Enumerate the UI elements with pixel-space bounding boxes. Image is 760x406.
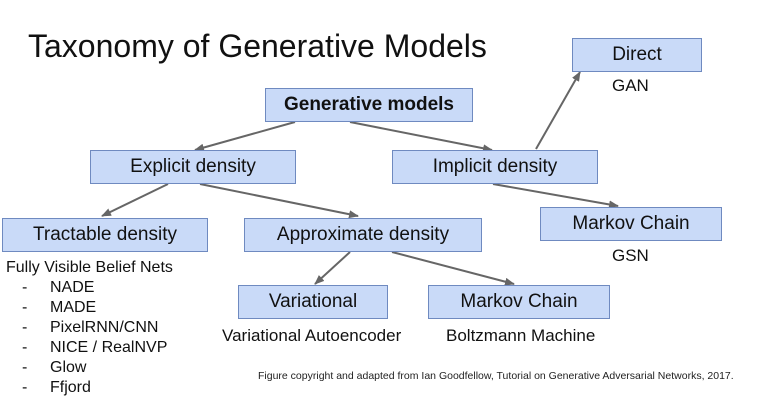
tractable-examples: Fully Visible Belief Nets - NADE - MADE - P… bbox=[6, 258, 173, 398]
list-item: - MADE bbox=[6, 298, 173, 318]
list-item-label: Ffjord bbox=[50, 379, 91, 396]
bullet-dash: - bbox=[22, 319, 28, 336]
node-approximate-density: Approximate density bbox=[244, 218, 482, 252]
node-generative-models: Generative models bbox=[265, 88, 473, 122]
edge-implicit-to-markov-chain bbox=[492, 183, 619, 209]
node-markov-chain-approx: Markov Chain bbox=[428, 285, 610, 319]
node-implicit-density: Implicit density bbox=[392, 150, 598, 184]
list-item: - Glow bbox=[6, 358, 173, 378]
bullet-dash: - bbox=[22, 339, 28, 356]
list-item: - NADE bbox=[6, 278, 173, 298]
node-variational: Variational bbox=[238, 285, 388, 319]
node-markov-chain-implicit: Markov Chain bbox=[540, 207, 722, 241]
edge-implicit-to-direct bbox=[535, 71, 581, 150]
tractable-examples-list: - NADE - MADE - PixelRNN/CNN - NICE / RealNV… bbox=[6, 278, 173, 398]
node-direct: Direct bbox=[572, 38, 702, 72]
edge-generative-to-implicit bbox=[349, 121, 493, 153]
node-explicit-density: Explicit density bbox=[90, 150, 296, 184]
page-title: Taxonomy of Generative Models bbox=[28, 28, 487, 64]
list-item-label: Glow bbox=[50, 359, 87, 376]
edge-approximate-to-markov-chain bbox=[391, 251, 515, 286]
list-item-label: MADE bbox=[50, 299, 97, 316]
example-markov-chain-implicit: GSN bbox=[612, 246, 649, 265]
edge-generative-to-explicit bbox=[194, 121, 296, 152]
list-item: - Ffjord bbox=[6, 378, 173, 398]
bullet-dash: - bbox=[22, 359, 28, 376]
edge-approximate-to-variational bbox=[314, 251, 351, 285]
tractable-examples-heading: Fully Visible Belief Nets bbox=[6, 259, 173, 276]
node-tractable-density: Tractable density bbox=[2, 218, 208, 252]
edge-explicit-to-tractable bbox=[101, 183, 169, 217]
bullet-dash: - bbox=[22, 279, 28, 296]
list-item-label: NICE / RealNVP bbox=[50, 339, 168, 356]
list-item: - PixelRNN/CNN bbox=[6, 318, 173, 338]
edge-explicit-to-approximate bbox=[199, 183, 359, 219]
list-item-label: PixelRNN/CNN bbox=[50, 319, 159, 336]
figure-credit: Figure copyright and adapted from Ian Go… bbox=[258, 370, 734, 382]
bullet-dash: - bbox=[22, 379, 28, 396]
example-markov-chain-approx: Boltzmann Machine bbox=[446, 326, 596, 345]
example-direct: GAN bbox=[612, 76, 649, 95]
bullet-dash: - bbox=[22, 299, 28, 316]
example-variational: Variational Autoencoder bbox=[222, 326, 402, 345]
list-item-label: NADE bbox=[50, 279, 95, 296]
list-item: - NICE / RealNVP bbox=[6, 338, 173, 358]
